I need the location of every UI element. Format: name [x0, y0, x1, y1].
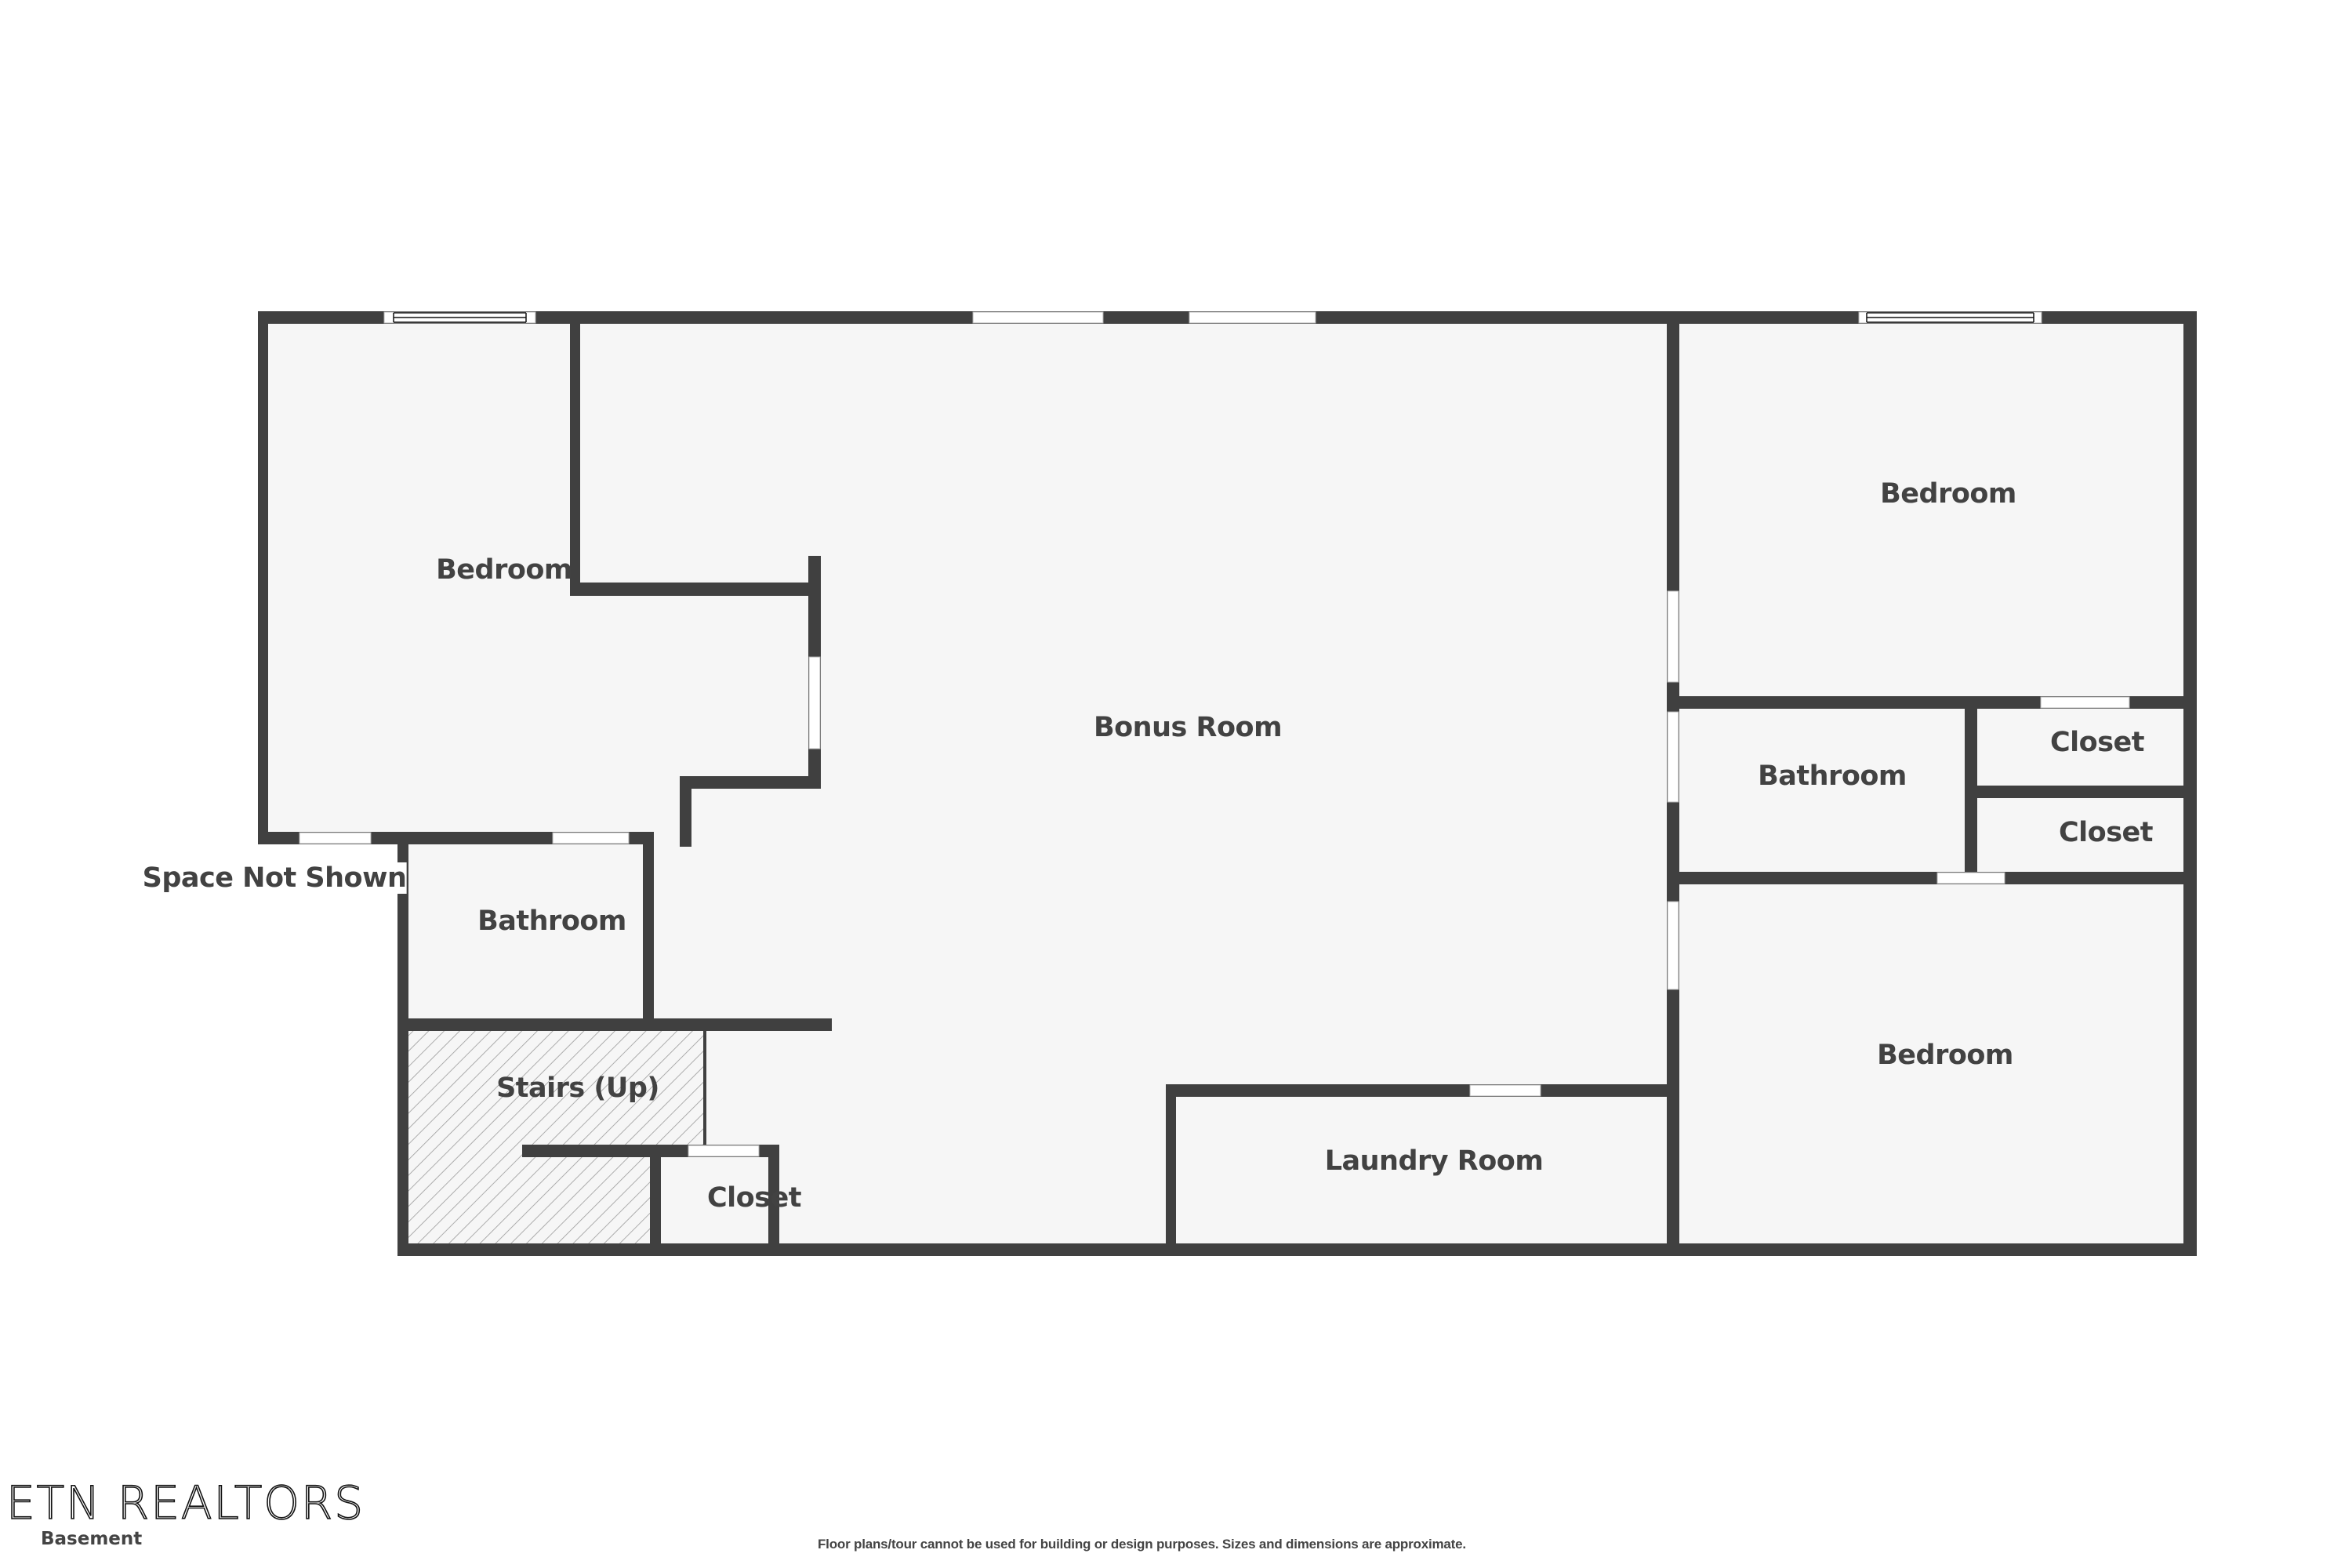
door-closet-right-lower — [1936, 872, 2005, 884]
door-bedroom-left-bottom — [299, 832, 372, 844]
wall-left-bedroom — [258, 311, 268, 844]
wall-closet-divider-h — [1965, 786, 2197, 798]
wall-laundry-top — [1166, 1084, 1679, 1097]
wall-right-h2 — [1667, 872, 2197, 884]
wall-laundry-left — [1166, 1084, 1176, 1256]
room-label-closet-right-lower: Closet — [2058, 817, 2154, 848]
annotation-space-not-shown: Space Not Shown — [142, 862, 407, 894]
floor-bedroom-left — [263, 318, 576, 838]
wall-right — [2183, 311, 2197, 1256]
floor-bathroom-left — [403, 838, 649, 1026]
room-label-bathroom-right: Bathroom — [1758, 760, 1907, 792]
stairs-hatch — [408, 1031, 706, 1245]
wall-bump-top — [570, 583, 821, 596]
door-bathroom-left — [552, 832, 630, 844]
room-label-bedroom-bottom-right: Bedroom — [1877, 1040, 2013, 1071]
window-bonus-1 — [972, 311, 1104, 324]
room-label-laundry-room: Laundry Room — [1324, 1145, 1544, 1177]
door-bedroom-top-right — [1667, 590, 1679, 683]
room-label-bedroom-left: Bedroom — [436, 554, 572, 586]
floor-closet-left — [648, 1151, 775, 1250]
window-bonus-2 — [1189, 311, 1316, 324]
wall-closet-right — [768, 1145, 779, 1256]
door-bedroom-left-bump — [808, 656, 821, 750]
openings — [299, 311, 2130, 1157]
wall-bedroom-right-lower — [680, 776, 691, 847]
wall-closet-left — [650, 1145, 661, 1256]
room-label-closet-left: Closet — [706, 1182, 802, 1214]
room-label-closet-right-upper: Closet — [2049, 727, 2145, 758]
floor-laundry — [1171, 1091, 1679, 1250]
disclaimer-text: Floor plans/tour cannot be used for buil… — [818, 1537, 1466, 1552]
window-lines — [393, 312, 2034, 323]
door-closet-left — [688, 1145, 760, 1157]
wall-bottom — [397, 1243, 2197, 1256]
door-laundry — [1469, 1084, 1541, 1097]
wall-bedroom-right-upper — [570, 311, 580, 595]
wall-bath-right — [643, 832, 654, 1031]
wall-bump-bottom — [680, 776, 821, 789]
room-label-bedroom-top-right: Bedroom — [1880, 478, 2016, 510]
room-label-bathroom-left: Bathroom — [477, 906, 626, 937]
wall-bath-left — [397, 832, 408, 1256]
floor-name: Basement — [41, 1529, 143, 1549]
wall-bath-bottom — [397, 1018, 832, 1031]
door-closet-right-upper — [2040, 696, 2130, 709]
room-label-stairs: Stairs (Up) — [496, 1073, 659, 1104]
floor-right-block — [1673, 318, 2189, 1250]
door-bedroom-bottom-right — [1667, 901, 1679, 990]
brand-logo: ETN REALTORS — [5, 1476, 365, 1530]
walls — [258, 311, 2197, 1256]
door-bathroom-right — [1667, 711, 1679, 803]
room-label-bonus-room: Bonus Room — [1093, 712, 1283, 743]
